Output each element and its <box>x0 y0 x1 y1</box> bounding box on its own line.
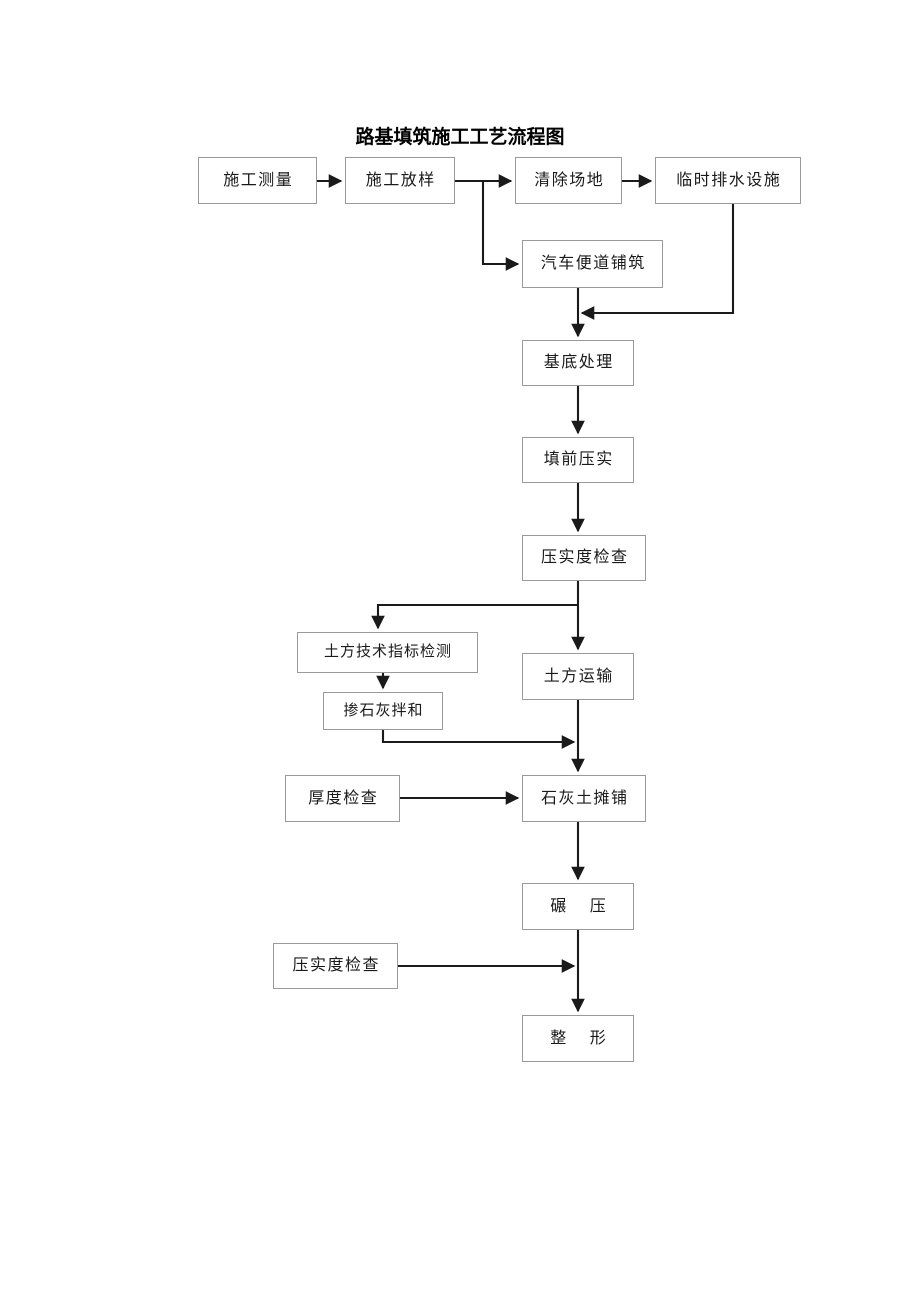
node-label: 掺石灰拌和 <box>343 702 424 719</box>
node-label: 基底处理 <box>543 354 614 371</box>
node-label: 土方技术指标检测 <box>323 644 452 660</box>
edge-yashidu-to-tufang-jishu-zhibiao <box>371 603 578 630</box>
node-tianqian-yashi[interactable]: 填前压实 <box>522 437 634 483</box>
node-shigong-celiang[interactable]: 施工测量 <box>198 157 317 204</box>
node-yashidu-jiancha-lower[interactable]: 压实度检查 <box>273 943 398 989</box>
node-linshi-paishui-sheshi[interactable]: 临时排水设施 <box>655 157 801 204</box>
node-label: 临时排水设施 <box>676 171 782 189</box>
node-label: 厚度检查 <box>308 789 379 807</box>
node-tufang-jishu-zhibiao-jiance[interactable]: 土方技术指标检测 <box>297 632 478 673</box>
node-label: 填前压实 <box>543 451 614 468</box>
node-shigong-fangyang[interactable]: 施工放样 <box>345 157 455 204</box>
node-label: 压实度检查 <box>540 549 629 566</box>
node-qiche-biandao-puzhu[interactable]: 汽车便道铺筑 <box>522 240 663 288</box>
node-label: 压实度检查 <box>292 957 380 974</box>
node-chan-shihui-banhe[interactable]: 掺石灰拌和 <box>323 692 443 730</box>
node-qingchu-changdi[interactable]: 清除场地 <box>515 157 622 204</box>
node-tufang-yunshu[interactable]: 土方运输 <box>522 653 634 700</box>
node-label: 土方运输 <box>543 667 614 685</box>
node-jidi-chuli[interactable]: 基底处理 <box>522 340 634 386</box>
node-label: 施工测量 <box>223 171 294 189</box>
node-houdu-jiancha[interactable]: 厚度检查 <box>285 775 400 822</box>
node-zhengxing[interactable]: 整 形 <box>522 1015 634 1062</box>
node-label: 清除场地 <box>534 171 605 189</box>
node-shihuitu-putie[interactable]: 石灰土摊铺 <box>522 775 646 822</box>
node-nianya[interactable]: 碾 压 <box>522 883 634 930</box>
node-label: 施工放样 <box>365 171 436 189</box>
edge-fangyang-to-qiche-biandao <box>481 182 520 271</box>
node-yashidu-jiancha-upper[interactable]: 压实度检查 <box>522 535 646 581</box>
node-label: 石灰土摊铺 <box>540 789 629 807</box>
edge-chan-shihui-to-shihuitu-putie <box>381 730 576 749</box>
node-label: 碾 压 <box>550 897 608 915</box>
node-label: 整 形 <box>550 1029 608 1047</box>
node-label: 汽车便道铺筑 <box>540 255 646 272</box>
page-title: 路基填筑施工工艺流程图 <box>355 127 565 148</box>
